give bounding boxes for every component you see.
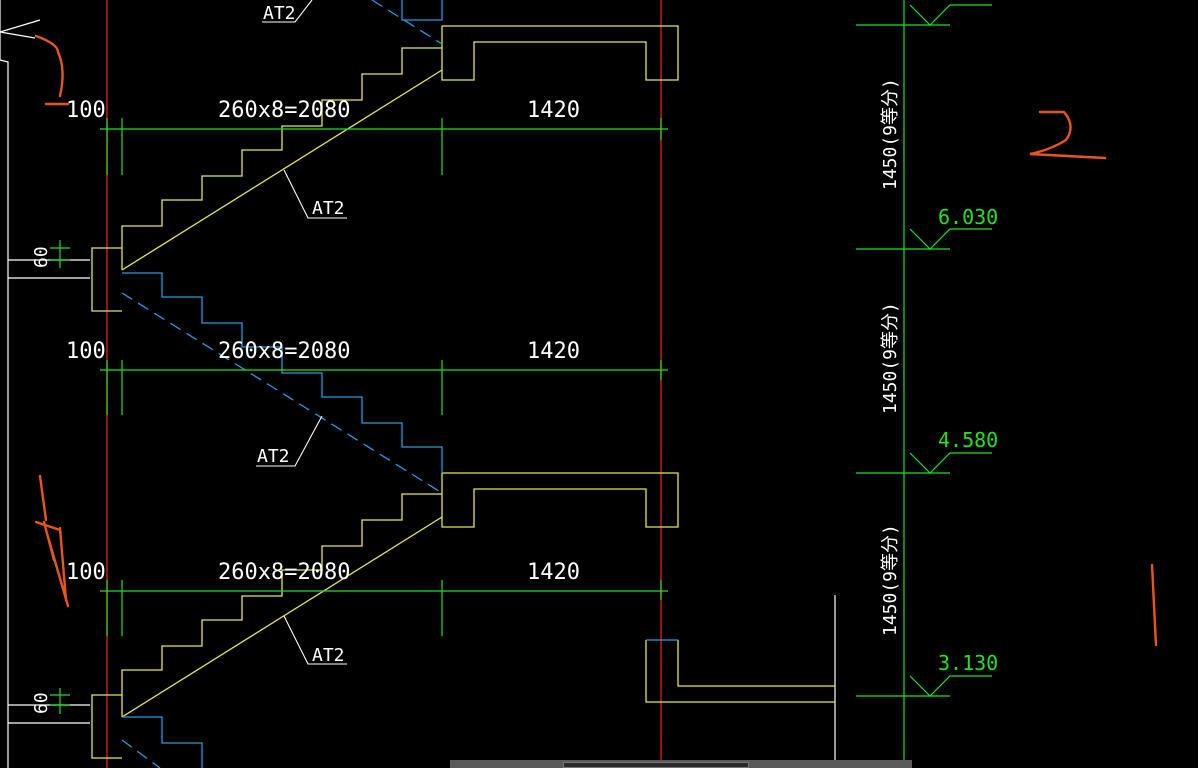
dimension-left-text: 100 [66,339,106,364]
elevation-markers [909,4,992,697]
stair-flights [91,25,835,759]
horizontal-scrollbar[interactable] [450,760,912,768]
vertical-dimension-text: 1450(9等分) [880,78,901,190]
flight-label: AT2 [257,446,290,467]
dimension-landing-text: 1420 [527,339,580,364]
markup-strokes [34,34,1158,647]
flight-label: AT2 [263,3,296,24]
elevation-text: 6.030 [938,205,998,229]
dimension-steps-text: 260x8=2080 [218,339,350,364]
flight-label: AT2 [312,645,345,666]
dimension-left-text: 100 [66,560,106,585]
slab-thickness-text: 60 [31,246,52,268]
slab-thickness-text: 60 [31,692,52,714]
label-leaders [256,0,347,665]
hidden-stair-flight [121,0,678,768]
dimension-landing-text: 1420 [527,98,580,123]
dimension-steps-text: 260x8=2080 [218,560,350,585]
wall-outline [0,0,90,768]
dimension-landing-text: 1420 [527,560,580,585]
elevation-text: 3.130 [938,651,998,675]
elevation-ticks [856,24,950,697]
scrollbar-thumb[interactable] [563,762,749,768]
vertical-dimension-text: 1450(9等分) [880,524,901,636]
vertical-dimension-text: 1450(9等分) [880,302,901,414]
dimension-lines [50,118,668,714]
elevation-text: 4.580 [938,428,998,452]
flight-label: AT2 [312,198,345,219]
dimension-steps-text: 260x8=2080 [218,98,350,123]
dimension-left-text: 100 [66,98,106,123]
